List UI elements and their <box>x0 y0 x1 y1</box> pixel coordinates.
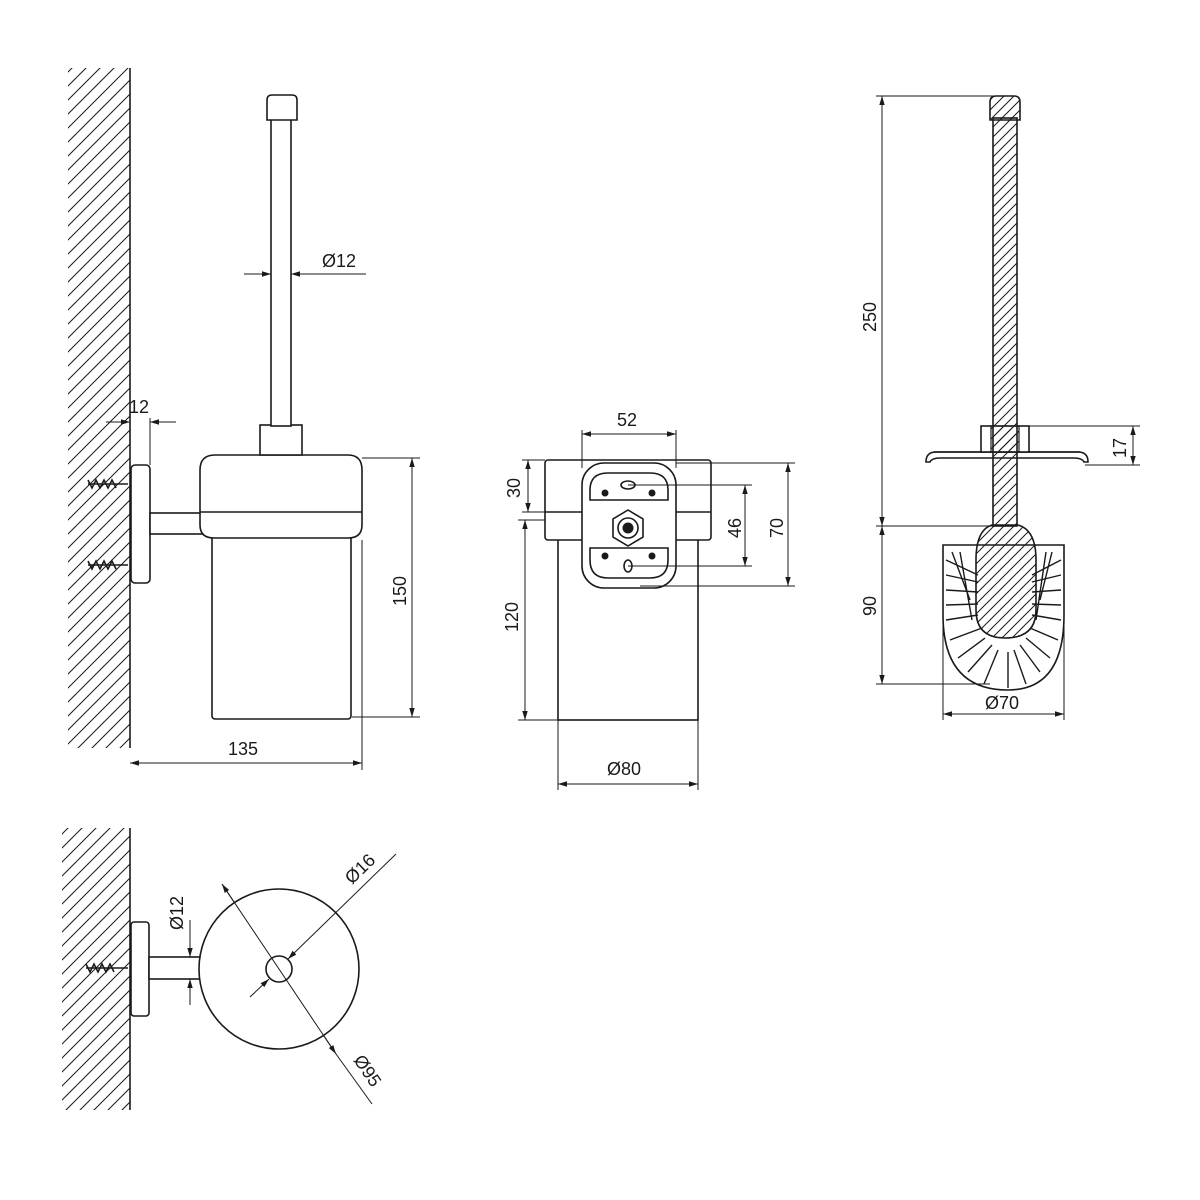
wall-screw-top <box>85 962 128 974</box>
wall-screws-side <box>87 478 128 571</box>
dim-brush-height: 90 <box>860 596 880 616</box>
dim-top-hole-diameter: Ø16 <box>341 850 379 888</box>
dim-front-plate-width: 52 <box>617 410 637 430</box>
brush-view: 250 17 90 Ø70 <box>860 95 1140 720</box>
plate-pad-lower <box>589 547 669 579</box>
dim-side-total-height: 150 <box>390 576 410 606</box>
dim-brush-diameter: Ø70 <box>985 693 1019 713</box>
dim-side-total-depth: 135 <box>228 739 258 759</box>
dim-side-rod-diameter: Ø12 <box>322 251 356 271</box>
brush-core <box>975 524 1037 639</box>
glass-side <box>211 514 352 720</box>
top-view: Ø12 Ø16 Ø95 <box>62 828 397 1110</box>
dim-brush-handle-length: 250 <box>860 302 880 332</box>
wall-plate-side <box>130 464 151 584</box>
dim-front-bracket-inner: 46 <box>725 518 745 538</box>
arm-top <box>148 956 204 980</box>
brush-handle-rod <box>992 117 1018 527</box>
handle-cap-side <box>266 94 298 121</box>
wall-plate-top <box>130 921 150 1017</box>
dim-front-glass-height: 120 <box>502 602 522 632</box>
front-view: 52 30 120 46 70 Ø80 <box>502 410 795 790</box>
bristle-strokes <box>945 551 1062 688</box>
dim-side-wall-offset: 12 <box>129 397 149 417</box>
handle-collar-side <box>259 424 303 456</box>
brush-handle-cap <box>989 95 1021 121</box>
holder-side <box>199 454 363 539</box>
side-view: Ø12 12 150 135 <box>68 68 420 770</box>
dim-front-top-band: 30 <box>504 478 524 498</box>
dim-front-glass-diameter: Ø80 <box>607 759 641 779</box>
dim-top-rod-diameter: Ø12 <box>167 896 187 930</box>
wall-hatch-side <box>68 68 130 748</box>
handle-rod-side <box>270 117 292 427</box>
dim-top-disc-diameter: Ø95 <box>350 1051 386 1090</box>
dim-brush-lid-height: 17 <box>1110 438 1130 458</box>
plate-pad-upper <box>589 472 669 501</box>
dim-front-bracket-outer: 70 <box>767 518 787 538</box>
arm-side <box>149 512 203 535</box>
